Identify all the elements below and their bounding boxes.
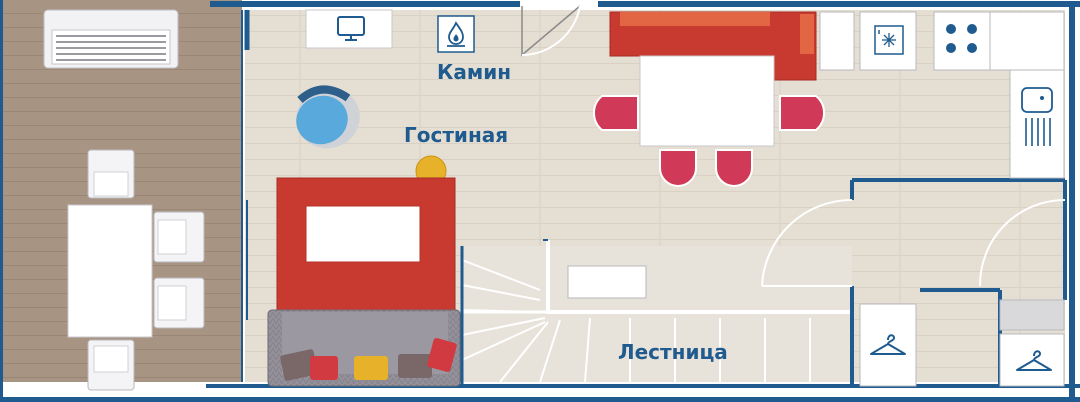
sofa [267, 309, 461, 387]
hanger-icon [870, 334, 906, 355]
room-label-staircase: Лестница [618, 340, 728, 364]
terrace-bench [43, 9, 179, 69]
terrace-dining-set [67, 149, 205, 391]
landing-cabinet [567, 265, 647, 299]
wardrobe-right [999, 299, 1065, 331]
coffee-table [305, 205, 421, 263]
dining-table [639, 55, 775, 147]
stove [946, 24, 977, 53]
wardrobe-right-lower [999, 333, 1065, 387]
room-label-fireplace: Камин [437, 60, 512, 84]
armchair [296, 85, 360, 149]
hanger-icon [1016, 350, 1052, 371]
tv-icon [337, 16, 365, 41]
doors [521, 5, 1066, 287]
fireplace-icon [447, 21, 465, 47]
staircase [461, 239, 852, 383]
safe-icon [874, 25, 904, 55]
dining-chairs [592, 95, 826, 187]
room-label-living-room: Гостиная [404, 123, 509, 147]
sink-icon [1021, 87, 1053, 146]
